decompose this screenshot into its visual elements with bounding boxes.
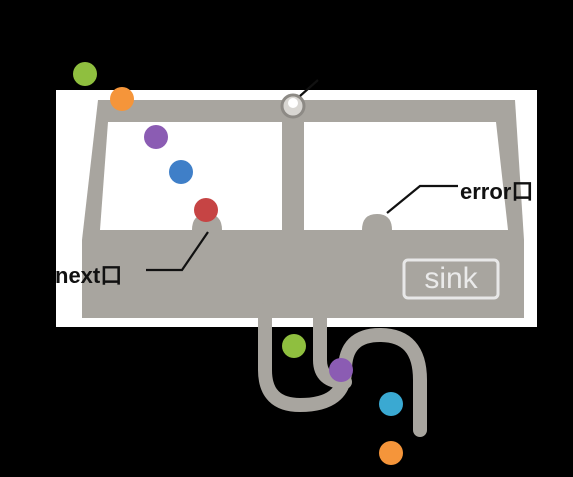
- sink-body: [82, 93, 524, 318]
- ball-purple-pipe: [329, 358, 353, 382]
- ball-green-pipe: [282, 334, 306, 358]
- sink-label: sink: [424, 262, 478, 295]
- ball-purple-top: [144, 125, 168, 149]
- faucet-leader-line: [299, 79, 319, 97]
- ball-orange-top: [110, 87, 134, 111]
- ball-green-top: [73, 62, 97, 86]
- next-leader-line: [146, 231, 209, 272]
- ball-cyan-pipe: [379, 392, 403, 416]
- error-drain: [362, 214, 392, 230]
- sink-label-frame: [402, 258, 500, 300]
- error-port-label: error口: [460, 179, 534, 204]
- error-leader-line: [386, 184, 458, 214]
- next-port-label: next口: [55, 263, 123, 288]
- ball-orange-bottom: [379, 441, 403, 465]
- data-balls: [73, 62, 403, 465]
- right-basin: [304, 122, 508, 230]
- ball-blue-top: [169, 160, 193, 184]
- ball-red-next: [194, 198, 218, 222]
